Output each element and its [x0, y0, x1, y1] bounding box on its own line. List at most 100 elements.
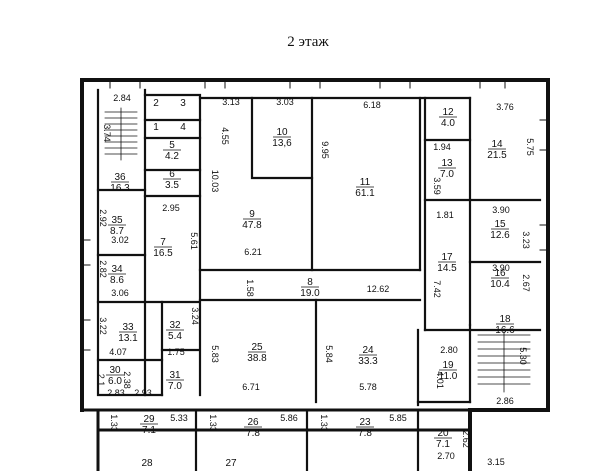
room-area-35: 8.7: [110, 226, 124, 237]
room-number-4: 4: [180, 122, 186, 133]
room-area-20: 7.1: [436, 439, 450, 450]
room-number-18: 18: [499, 314, 511, 325]
room-area-9: 47.8: [242, 220, 262, 231]
dimension-label: 3.15: [487, 457, 505, 467]
dimension-label: 2.1: [96, 374, 106, 387]
dimension-label: 7.42: [432, 280, 442, 298]
dimension-label: 3.06: [111, 288, 129, 298]
room-area-12: 4.0: [441, 118, 455, 129]
room-area-23: 7.8: [358, 428, 372, 439]
room-number-25: 25: [251, 342, 263, 353]
room-area-31: 7.0: [168, 381, 182, 392]
room-area-8: 19.0: [300, 288, 320, 299]
dimension-label: 5.61: [189, 232, 199, 250]
dimension-label: 12.62: [367, 284, 390, 294]
dimension-label: 3.76: [496, 102, 514, 112]
room-number-13: 13: [441, 158, 453, 169]
room-area-6: 3.5: [165, 180, 179, 191]
dimension-label: 5.33: [170, 413, 188, 423]
room-number-8: 8: [307, 277, 313, 288]
dimension-label: 3.74: [102, 124, 112, 142]
room-number-31: 31: [169, 370, 181, 381]
dimension-label: 5.86: [280, 413, 298, 423]
room-area-30: 6.0: [108, 376, 122, 387]
room-number-20: 20: [437, 428, 449, 439]
floor-title: 2 этаж: [287, 34, 329, 50]
room-number-33: 33: [122, 322, 134, 333]
room-area-25: 38.8: [247, 353, 267, 364]
dimension-label: 3.03: [276, 97, 294, 107]
room-number-28: 28: [141, 458, 153, 469]
room-number-15: 15: [494, 219, 506, 230]
room-area-16: 10.4: [490, 279, 510, 290]
room-area-36: 16.3: [110, 183, 130, 194]
dimension-label: 5.75: [525, 138, 535, 156]
dimension-label: 2.70: [437, 451, 455, 461]
dimension-label: 9.95: [320, 141, 330, 159]
dimension-label: 1.33: [319, 414, 329, 432]
dimension-label: 6.71: [242, 382, 260, 392]
room-number-5: 5: [169, 140, 175, 151]
room-number-36: 36: [114, 172, 126, 183]
dimension-label: 1.33: [208, 414, 218, 432]
room-number-17: 17: [441, 252, 453, 263]
room-area-11: 61.1: [355, 188, 375, 199]
dimension-label: 2.86: [496, 396, 514, 406]
room-area-17: 14.5: [437, 263, 457, 274]
dimension-label: 4.07: [109, 347, 127, 357]
room-area-10: 13,6: [272, 138, 292, 149]
room-number-16: 16: [494, 268, 506, 279]
dimension-label: 3.90: [492, 205, 510, 215]
room-area-15: 12.6: [490, 230, 510, 241]
dimension-label: 3.90: [492, 263, 510, 273]
dimension-label: 2.62: [461, 430, 471, 448]
room-number-30: 30: [109, 365, 121, 376]
dimension-label: 3.24: [190, 307, 200, 325]
room-area-24: 33.3: [358, 356, 378, 367]
dimension-label: 5.30: [518, 347, 528, 365]
room-number-7: 7: [160, 237, 166, 248]
room-number-3: 3: [180, 98, 186, 109]
dimension-label: 2.93: [134, 388, 152, 398]
room-number-34: 34: [111, 264, 123, 275]
room-number-1: 1: [153, 122, 159, 133]
room-area-18: 16.6: [495, 325, 515, 336]
dimension-label: 1.81: [436, 210, 454, 220]
room-number-10: 10: [276, 127, 288, 138]
dimension-label: 5.85: [389, 413, 407, 423]
room-area-32: 5.4: [168, 331, 182, 342]
dimension-label: 3.23: [521, 231, 531, 249]
dimension-label: 5.84: [324, 345, 334, 363]
room-number-12: 12: [442, 107, 454, 118]
dimension-label: 2.84: [113, 93, 131, 103]
dimension-label: 2.82: [98, 260, 108, 278]
room-number-23: 23: [359, 417, 371, 428]
dimension-label: 10.03: [210, 170, 220, 193]
room-area-14: 21.5: [487, 150, 507, 161]
room-number-9: 9: [249, 209, 255, 220]
dimension-label: 3.02: [111, 235, 129, 245]
room-area-7: 16.5: [153, 248, 173, 259]
dimension-label: 2.92: [98, 209, 108, 227]
walls: [80, 78, 550, 471]
room-number-2: 2: [153, 98, 159, 109]
dimension-label: 3.13: [222, 97, 240, 107]
room-area-33: 13.1: [118, 333, 138, 344]
dimension-label: 2.67: [521, 274, 531, 292]
dimension-label: 3.59: [432, 177, 442, 195]
room-number-19: 19: [442, 360, 454, 371]
room-area-34: 8.6: [110, 275, 124, 286]
room-area-19: 11.0: [439, 371, 458, 382]
dimension-label: 2.83: [107, 388, 125, 398]
room-number-24: 24: [362, 345, 374, 356]
dimension-label: 1.58: [245, 279, 255, 297]
dimension-label: 1.94: [433, 142, 451, 152]
dimension-label: 6.21: [244, 247, 262, 257]
dimension-label: 5.83: [210, 345, 220, 363]
room-number-14: 14: [491, 139, 503, 150]
room-area-26: 7.8: [246, 428, 260, 439]
room-number-27: 27: [225, 458, 237, 469]
room-number-26: 26: [247, 417, 259, 428]
